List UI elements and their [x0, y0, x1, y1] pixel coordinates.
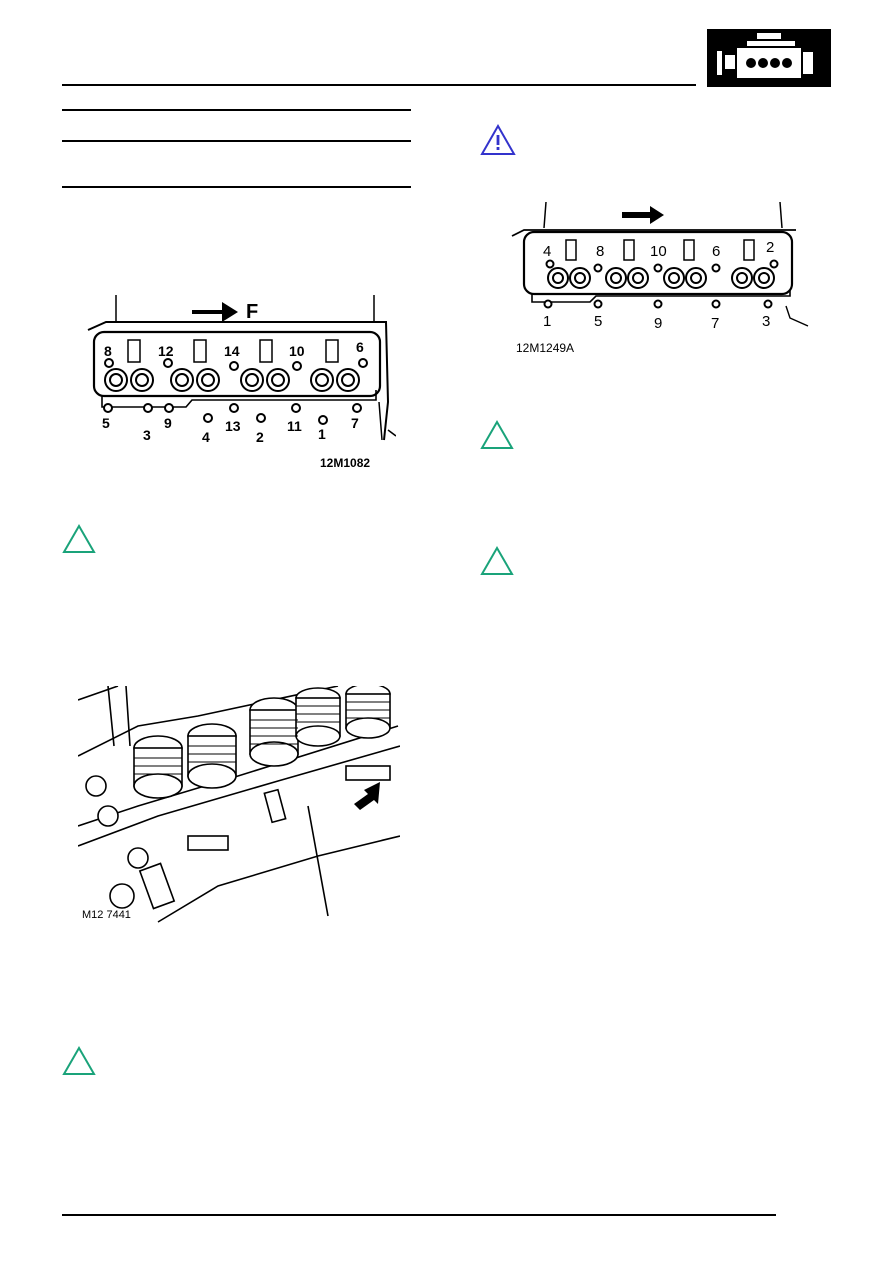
- figure-id: M12 7441: [82, 909, 131, 921]
- top-number: 6: [356, 339, 364, 355]
- note-triangle-icon: [62, 523, 96, 554]
- top-number: 10: [650, 243, 667, 260]
- cylinder-head-diagram-12m1249a: 4 8 10 6 2 1 5 9 7 3 12M1249A: [510, 198, 810, 358]
- figure-id: 12M1082: [320, 456, 370, 470]
- bottom-number: 3: [143, 427, 151, 443]
- bottom-number: 4: [202, 429, 210, 445]
- table-rule-2: [62, 140, 411, 142]
- note-triangle-icon: [62, 1045, 96, 1076]
- top-number: 12: [158, 343, 174, 359]
- top-number: 4: [543, 243, 551, 260]
- footer-rule: [62, 1214, 776, 1216]
- cylinder-head-diagram-12m1082: F 8 12 14 10 6 5 3 9 4 13 2 11 1 7 12M10…: [86, 290, 396, 475]
- top-number: 14: [224, 343, 240, 359]
- top-number: 8: [596, 243, 604, 260]
- bottom-number: 2: [256, 429, 264, 445]
- header-rule: [62, 84, 696, 86]
- bottom-number: 11: [287, 418, 302, 434]
- figure-id: 12M1249A: [516, 341, 574, 355]
- engine-icon: [707, 29, 831, 87]
- bottom-number: 13: [225, 418, 241, 434]
- engine-bolts-diagram-m12-7441: M12 7441: [78, 686, 400, 924]
- note-triangle-icon: [480, 545, 514, 576]
- bottom-number: 7: [351, 415, 359, 431]
- table-rule-3: [62, 186, 411, 188]
- arrow-label: F: [246, 301, 258, 323]
- bottom-number: 9: [164, 415, 172, 431]
- bottom-number: 5: [594, 313, 602, 330]
- table-rule-1: [62, 109, 411, 111]
- bottom-number: 3: [762, 313, 770, 330]
- top-number: 2: [766, 239, 774, 256]
- bottom-number: 7: [711, 315, 719, 332]
- bottom-number: 1: [543, 313, 551, 330]
- warning-triangle-icon: [480, 123, 516, 156]
- bottom-number: 1: [318, 426, 326, 442]
- note-triangle-icon: [480, 419, 514, 450]
- top-number: 8: [104, 343, 112, 359]
- bottom-number: 5: [102, 415, 110, 431]
- top-number: 6: [712, 243, 720, 260]
- bottom-number: 9: [654, 315, 662, 332]
- top-number: 10: [289, 343, 305, 359]
